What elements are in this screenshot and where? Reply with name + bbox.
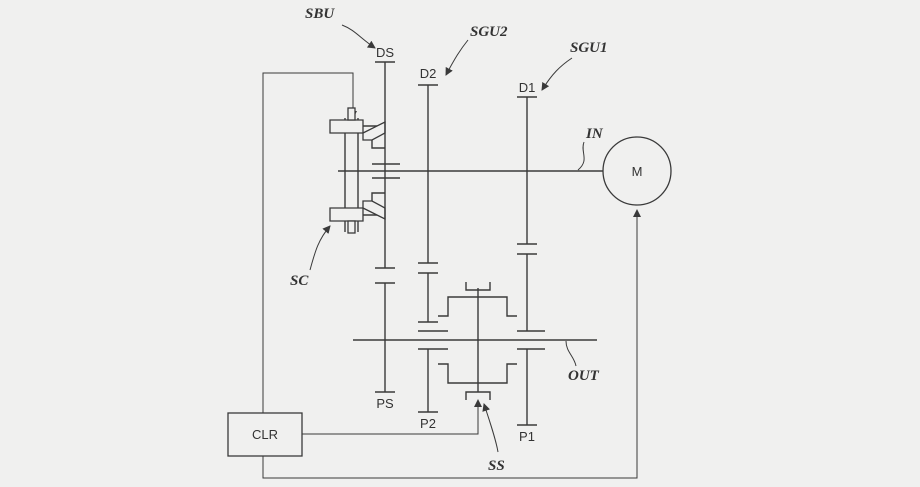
gear-pair-ds-ps: DS PS [375, 45, 395, 411]
p1-label: P1 [519, 429, 535, 444]
controller-block: CLR [227, 412, 303, 457]
shift-sleeve-ss [460, 282, 495, 400]
gear-pair-d2-p2: D2 P2 [418, 66, 460, 431]
d2-label: D2 [420, 66, 437, 81]
ref-out: OUT [568, 368, 600, 384]
reference-labels: SBU SGU2 SGU1 IN OUT SC SS [290, 6, 608, 474]
ref-ss: SS [488, 458, 505, 474]
ref-sbu: SBU [305, 6, 335, 22]
motor: M [602, 136, 672, 206]
ref-sgu2: SGU2 [470, 24, 508, 40]
ref-in: IN [585, 126, 604, 142]
ref-sgu1: SGU1 [570, 40, 608, 56]
control-wiring [262, 72, 641, 479]
controller-label: CLR [252, 427, 278, 442]
ref-sc: SC [290, 273, 309, 289]
d1-label: D1 [519, 80, 536, 95]
p2-label: P2 [420, 416, 436, 431]
motor-label: M [632, 164, 643, 179]
ds-label: DS [376, 45, 394, 60]
clutch-sc [329, 107, 400, 234]
ps-label: PS [376, 396, 394, 411]
gear-pair-d1-p1: D1 P1 [495, 80, 545, 444]
